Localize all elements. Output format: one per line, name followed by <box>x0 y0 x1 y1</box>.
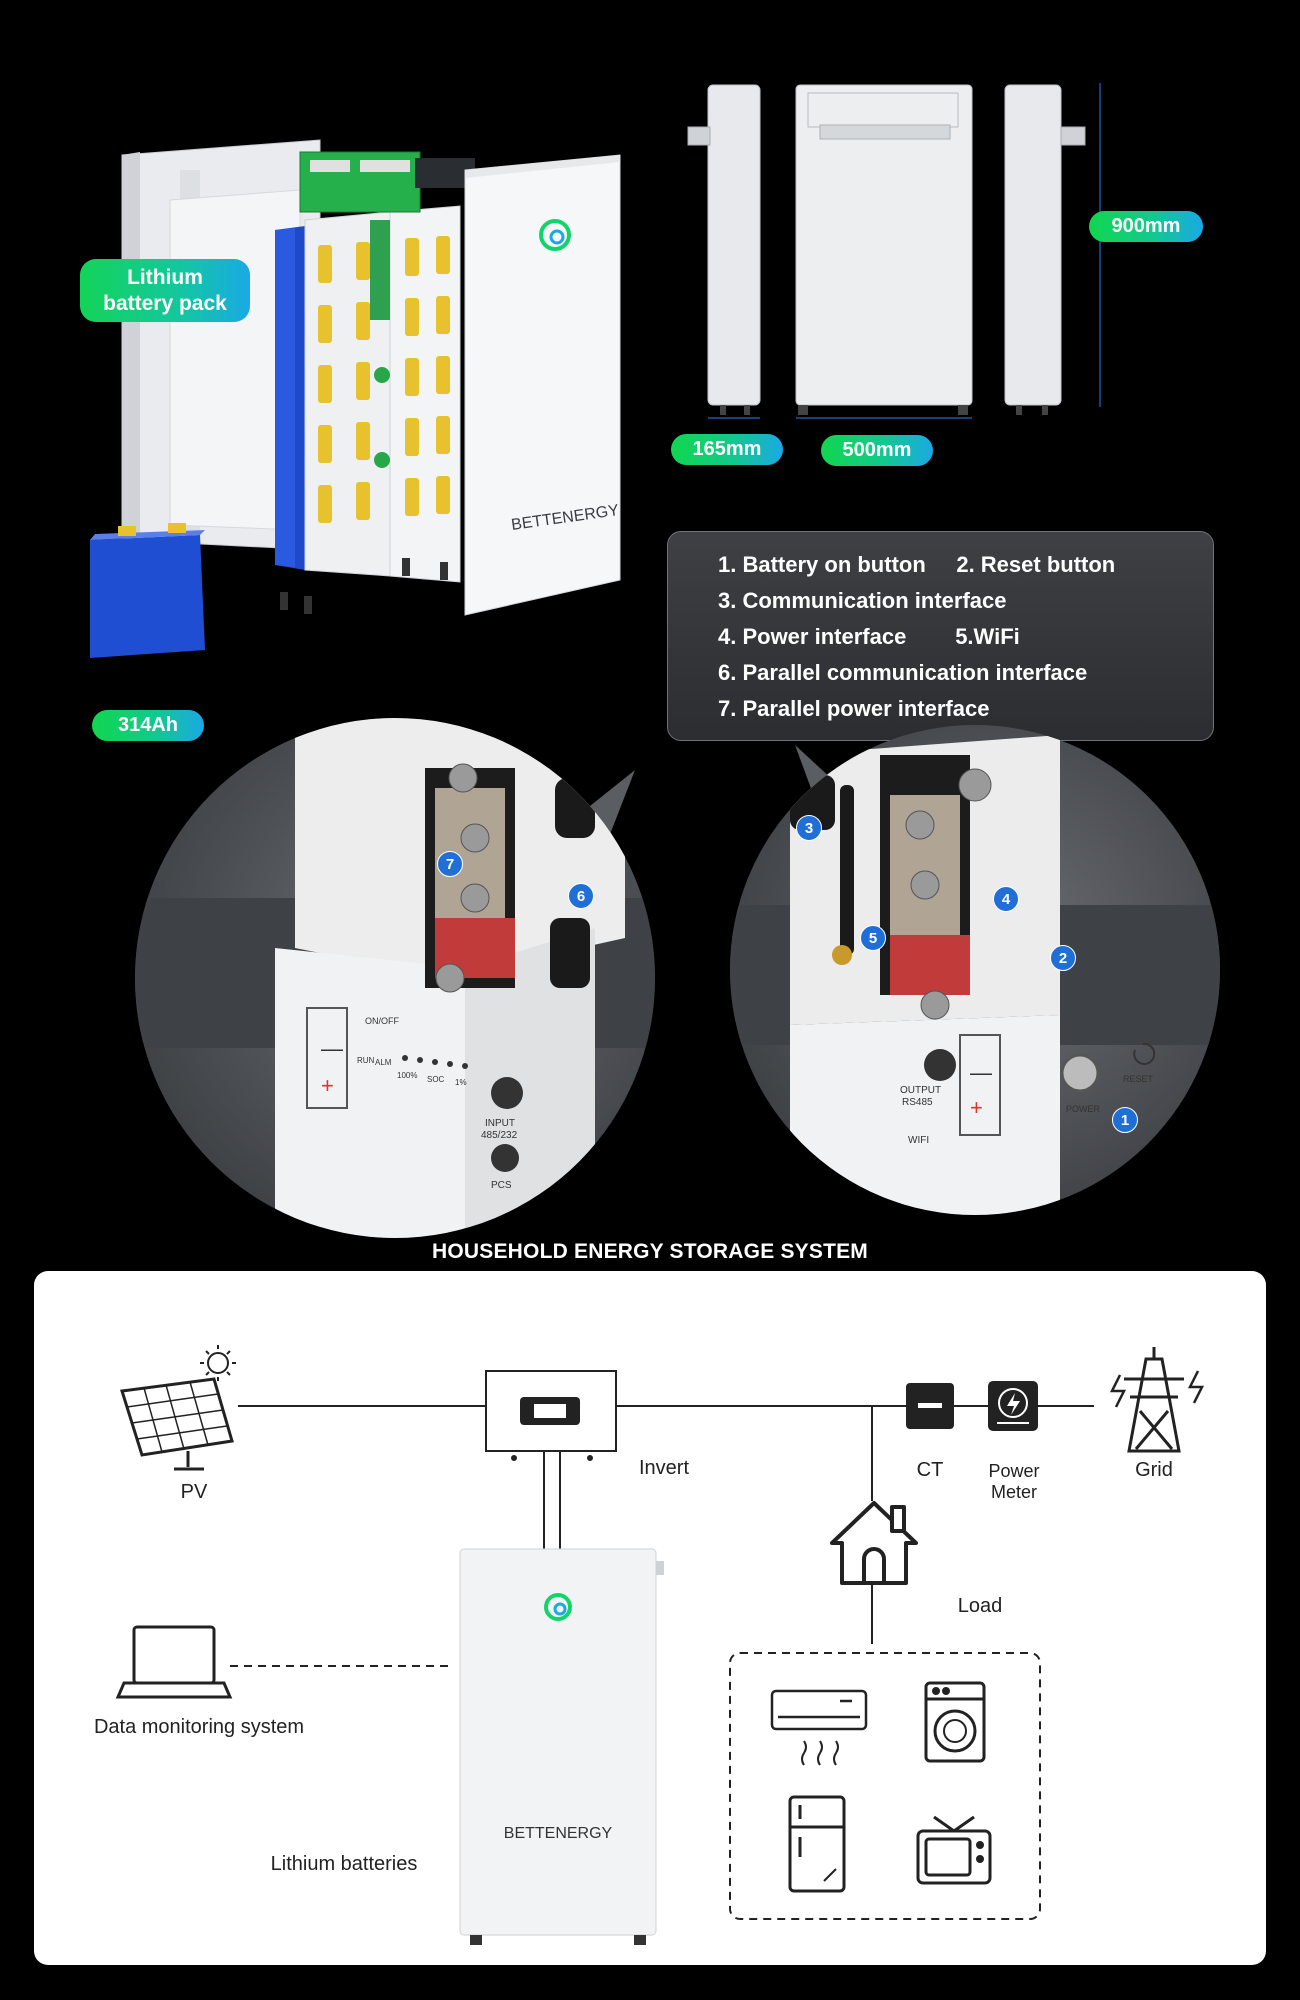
left-closeup: — + ON/OFF RUN ALM 100% SOC 1% INPUT 485… <box>135 718 655 1238</box>
onoff-text: ON/OFF <box>365 1016 399 1026</box>
rs485-text: RS485 <box>902 1097 933 1108</box>
input-text: INPUT <box>485 1118 515 1129</box>
marker-5: 5 <box>860 925 886 951</box>
load-label: Load <box>957 1595 1003 1617</box>
marker-6: 6 <box>568 883 594 909</box>
sun-icon <box>200 1345 236 1381</box>
marker-2: 2 <box>1050 945 1076 971</box>
output-text: OUTPUT <box>900 1085 941 1096</box>
svg-text:+: + <box>970 1095 983 1120</box>
power-meter-icon <box>988 1381 1038 1431</box>
legend-line-4: 6. Parallel communication interface <box>718 660 1088 685</box>
soc-100-text: 100% <box>397 1071 417 1080</box>
washing-machine-icon <box>924 1681 986 1763</box>
marker-1: 1 <box>1112 1107 1138 1133</box>
soc-text: SOC <box>427 1075 445 1084</box>
soc-1-text: 1% <box>455 1078 467 1087</box>
wifi-text: WIFI <box>908 1135 929 1146</box>
width-dimension-badge: 500mm <box>821 435 933 466</box>
marker-7: 7 <box>437 851 463 877</box>
power-meter-label: Power Meter <box>988 1461 1040 1502</box>
inverter-icon <box>485 1370 617 1461</box>
television-icon <box>916 1815 992 1885</box>
air-conditioner-icon <box>770 1689 868 1766</box>
svg-text:—: — <box>321 1036 343 1061</box>
cell-capacity-badge: 314Ah <box>92 710 204 741</box>
pv-label: PV <box>180 1481 208 1503</box>
height-dimension-badge: 900mm <box>1089 211 1203 242</box>
dimension-views <box>687 83 1101 419</box>
solar-panel-icon <box>120 1377 234 1471</box>
grid-label: Grid <box>1135 1459 1173 1481</box>
marker-4: 4 <box>993 886 1019 912</box>
refrigerator-icon <box>788 1795 846 1893</box>
right-closeup: OUTPUT RS485 WIFI — + POWER RESET <box>730 725 1220 1215</box>
marker-3: 3 <box>796 815 822 841</box>
battery-cabinet-icon <box>459 1548 664 1945</box>
pcs-text: PCS <box>491 1180 512 1191</box>
ct-label: CT <box>916 1459 944 1481</box>
ct-icon <box>906 1383 954 1429</box>
invert-label: Invert <box>638 1457 690 1479</box>
input-sub-text: 485/232 <box>481 1130 518 1141</box>
cabinet-brand-text: BETTENERGY <box>504 1825 613 1842</box>
diagram-title: HOUSEHOLD ENERGY STORAGE SYSTEM <box>432 1240 868 1263</box>
battery-exploded-view: BETTENERGY <box>90 139 621 658</box>
system-diagram: BETTENERGY <box>115 1345 1205 1945</box>
lithium-batteries-label: Lithium batteries <box>270 1853 418 1875</box>
system-diagram-panel: BETTENERGY PV Invert CT Power Meter Grid… <box>34 1271 1266 1965</box>
legend-line-1: 1. Battery on button 2. Reset button <box>718 552 1116 577</box>
legend-line-5: 7. Parallel power interface <box>718 696 990 721</box>
power-text: POWER <box>1066 1104 1101 1114</box>
legend-line-3: 4. Power interface 5.WiFi <box>718 624 1020 649</box>
depth-dimension-badge: 165mm <box>671 434 783 465</box>
house-icon <box>830 1501 918 1585</box>
laptop-icon <box>115 1625 233 1699</box>
interface-legend: 1. Battery on button 2. Reset button 3. … <box>667 531 1214 741</box>
reset-text: RESET <box>1123 1074 1154 1084</box>
alm-text: ALM <box>375 1058 392 1067</box>
pylon-icon <box>1109 1347 1205 1453</box>
svg-text:—: — <box>970 1060 992 1085</box>
svg-text:+: + <box>321 1073 334 1098</box>
legend-line-2: 3. Communication interface <box>718 588 1007 613</box>
battery-pack-label: Lithium battery pack <box>80 259 250 322</box>
run-text: RUN <box>357 1056 375 1065</box>
data-monitoring-label: Data monitoring system <box>93 1716 305 1738</box>
